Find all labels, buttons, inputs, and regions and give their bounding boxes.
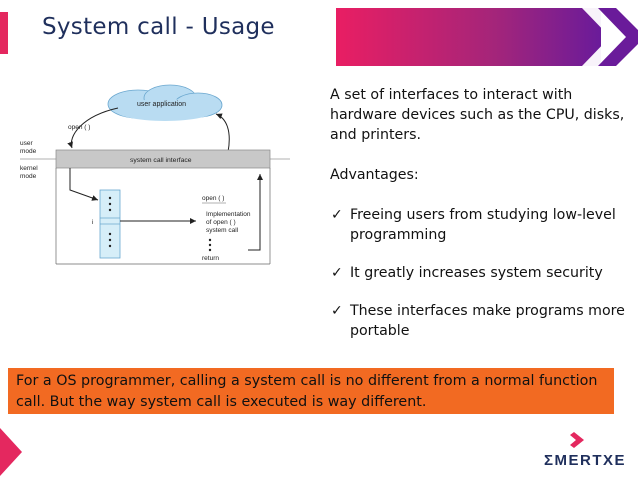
interface-label: system call interface — [130, 157, 192, 164]
programmer-note-box: For a OS programmer, calling a system ca… — [8, 368, 614, 414]
impl-line-1: Implementation — [206, 211, 251, 218]
emertxe-logo-icon — [570, 432, 584, 448]
advantage-text: These interfaces make programs more port… — [350, 303, 625, 339]
advantage-text: It greatly increases system security — [350, 265, 603, 281]
slide-title: System call - Usage — [42, 14, 275, 40]
open-call-label: open ( ) — [68, 124, 90, 131]
kernel-mode-label: kernel — [20, 165, 38, 172]
company-logo-text: ΣMERTXE — [544, 452, 627, 469]
bottom-accent-triangle — [0, 428, 22, 476]
impl-open-label: open ( ) — [202, 195, 224, 202]
header-banner — [336, 8, 638, 66]
impl-line-2: of open ( ) — [206, 219, 236, 226]
kernel-mode-label-2: mode — [20, 173, 37, 180]
right-text-block: A set of interfaces to interact with har… — [330, 85, 630, 359]
user-mode-label: user — [20, 140, 33, 147]
advantage-item: ✓ These interfaces make programs more po… — [330, 301, 630, 341]
system-call-diagram: user application open ( ) user mode kern… — [20, 84, 290, 265]
left-accent-bar — [0, 12, 8, 54]
advantages-heading: Advantages: — [330, 167, 419, 183]
check-icon: ✓ — [331, 303, 343, 319]
system-call-interface-bar — [55, 149, 271, 169]
advantage-item: ✓ It greatly increases system security — [330, 263, 630, 283]
description-text: A set of interfaces to interact with har… — [330, 87, 625, 143]
advantage-item: ✓ Freeing users from studying low-level … — [330, 205, 630, 245]
return-label: return — [202, 255, 219, 262]
advantage-text: Freeing users from studying low-level pr… — [350, 207, 616, 243]
check-icon: ✓ — [331, 207, 343, 223]
check-icon: ✓ — [331, 265, 343, 281]
user-application-cloud — [107, 84, 223, 121]
cloud-label: user application — [137, 101, 186, 108]
user-mode-label-2: mode — [20, 148, 37, 155]
impl-line-3: system call — [206, 227, 239, 234]
index-label: i — [92, 219, 93, 226]
